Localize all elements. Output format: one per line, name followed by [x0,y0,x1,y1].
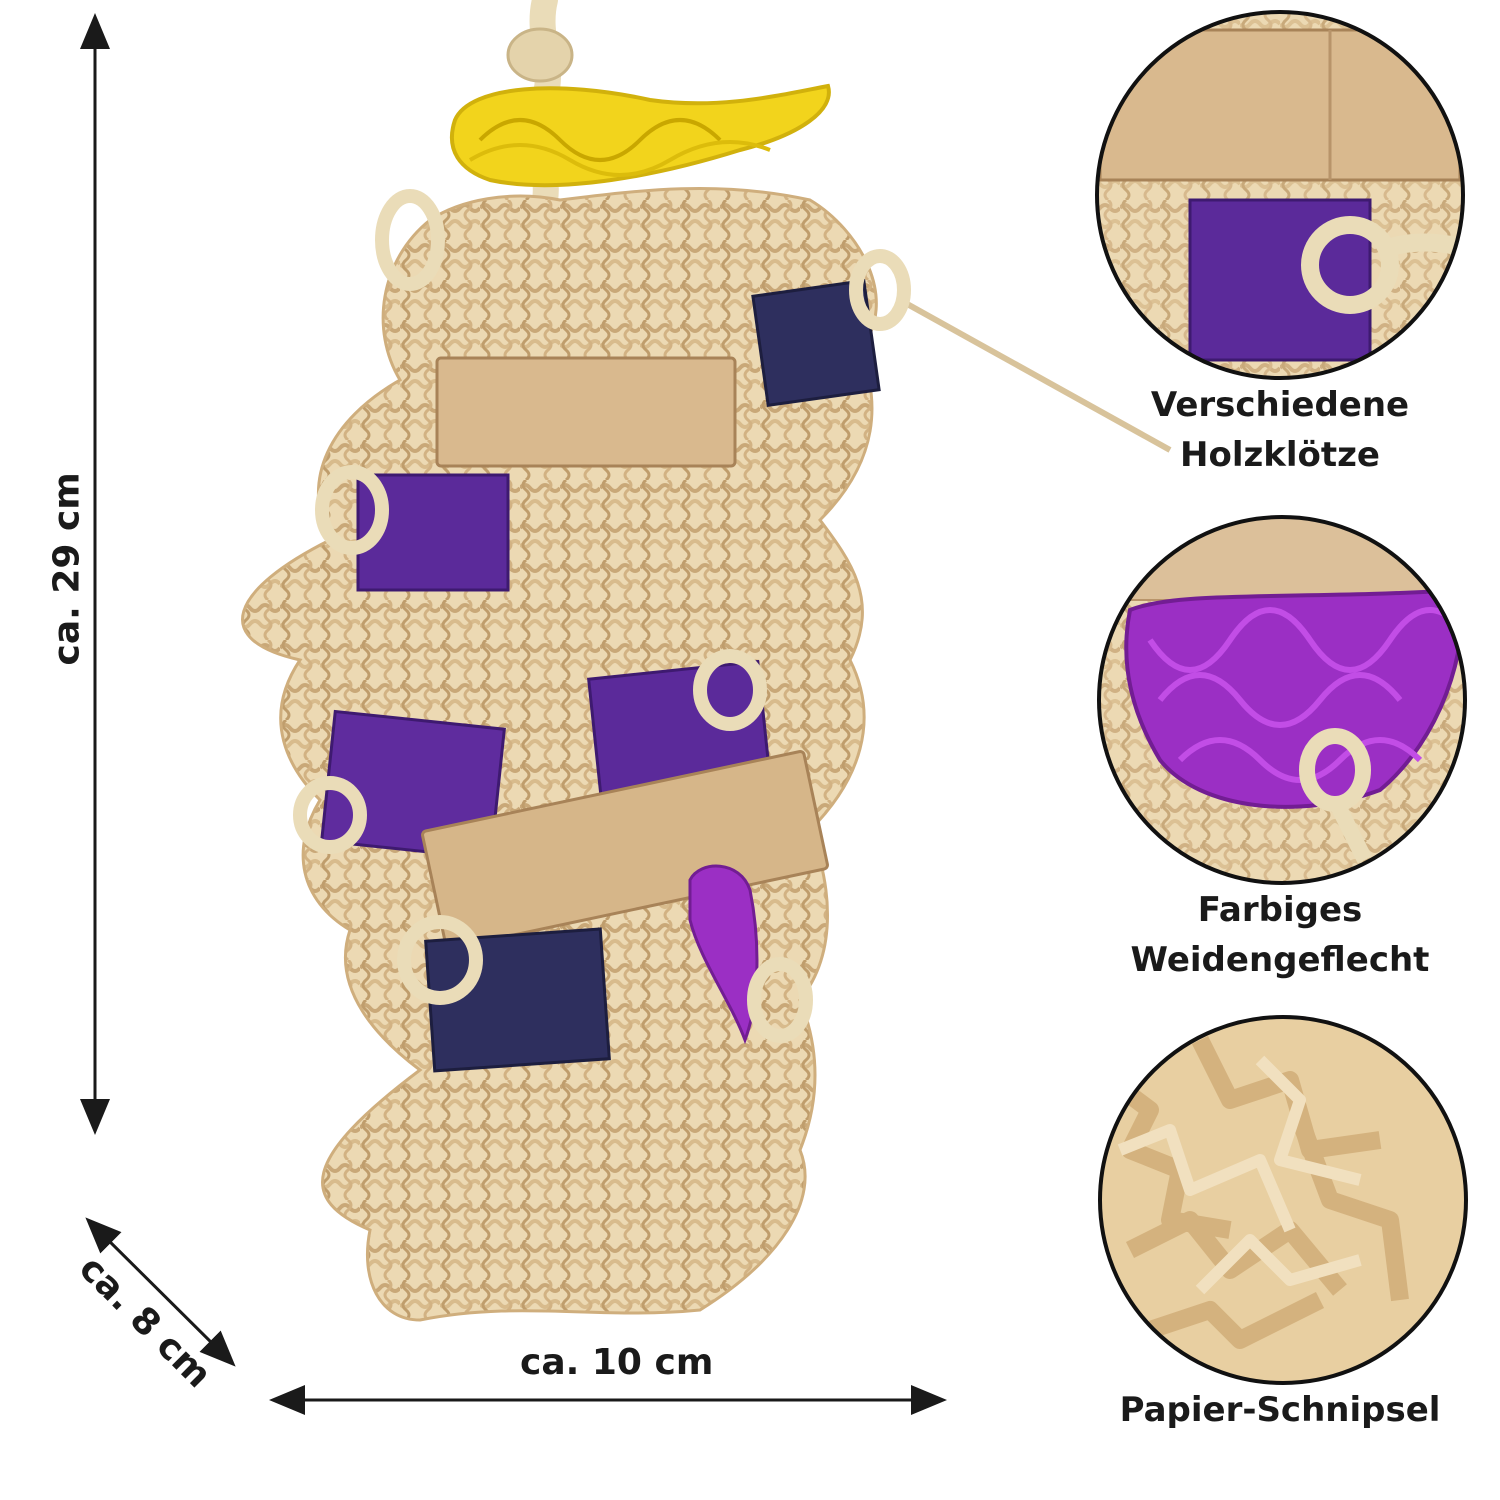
callout-wicker-line2: Weidengeflecht [1130,940,1430,980]
navy-block-top [751,279,881,407]
width-label: ca. 10 cm [520,1342,714,1383]
callout-wood-blocks: Verschiedene Holzklötze [1130,380,1430,480]
bird-toy [241,0,1172,1322]
detail-circle-wicker [1099,517,1465,883]
callout-wood-line2: Holzklötze [1180,435,1380,475]
detail-circle-paper [1100,1017,1466,1383]
callout-wicker: Farbiges Weidengeflecht [1110,885,1450,985]
callout-paper-line1: Papier-Schnipsel [1119,1390,1441,1430]
callout-wood-line1: Verschiedene [1150,385,1410,425]
height-label: ca. 29 cm [46,472,88,666]
callout-wicker-line1: Farbiges [1197,890,1363,930]
wood-block-top [435,356,737,468]
callout-paper: Papier-Schnipsel [1100,1385,1460,1435]
wood-block-bottom [421,750,829,950]
detail-circle-wood [1097,12,1463,378]
yellow-wicker [449,83,831,188]
depth-arrow [85,1217,236,1367]
